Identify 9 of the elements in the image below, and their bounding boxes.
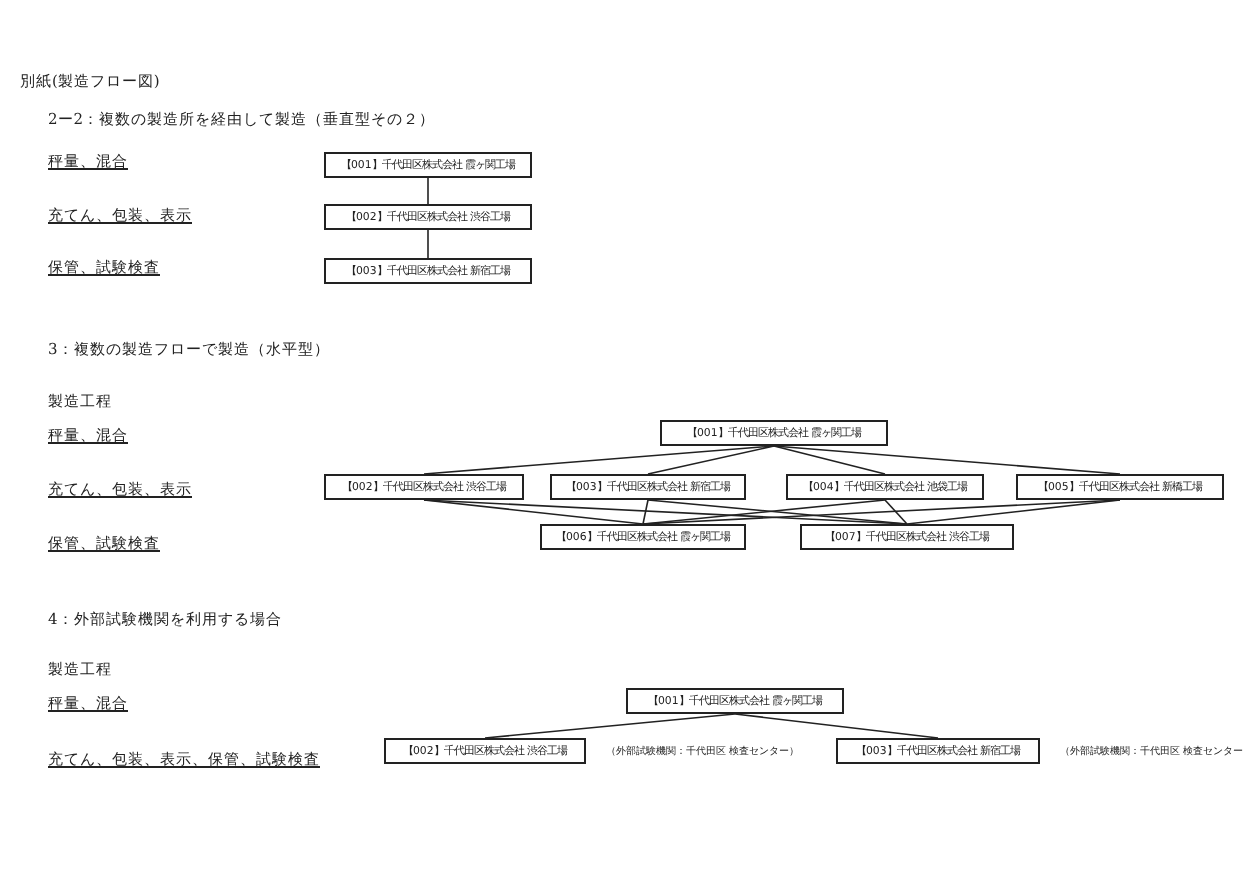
connector-line: [427, 229, 429, 259]
connector-line: [734, 713, 939, 739]
connector-line: [427, 177, 429, 205]
connector-line: [642, 499, 649, 525]
connector-line: [906, 499, 1121, 525]
connector-line: [647, 445, 775, 475]
connector-line: [484, 713, 736, 739]
connector-line: [884, 499, 908, 525]
connector-line: [773, 445, 886, 475]
